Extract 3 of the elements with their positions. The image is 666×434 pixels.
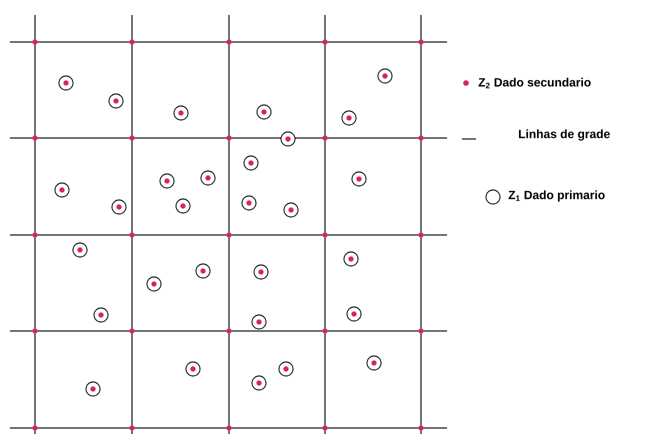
legend-text: Z$_{1}$ Dado primario [508,190,605,202]
legend-text: Z$_{2}$ Dado secundario [478,78,591,88]
legend-text: Linhas de grade [519,129,610,141]
